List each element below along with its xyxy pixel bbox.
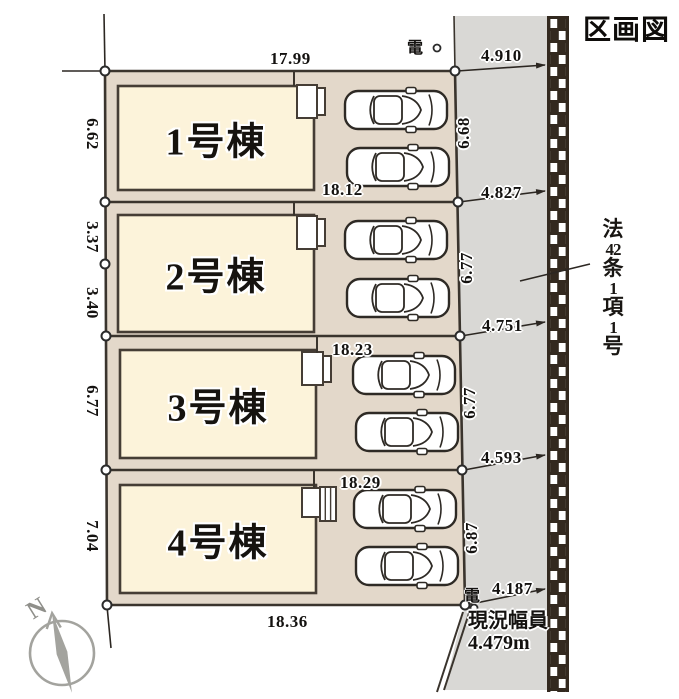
north-compass <box>28 610 96 693</box>
dim-left-depth-1: 6.62 <box>83 118 102 150</box>
dim-road-edge-depth-1: 6.68 <box>454 117 473 149</box>
car-icon <box>343 216 449 264</box>
dim-row-width-1: 18.12 <box>322 180 363 199</box>
plot-1-label: 1号棟 <box>165 121 267 164</box>
current-road-width-value: 4.479m <box>468 632 530 654</box>
law-char: 条 <box>602 256 624 280</box>
dim-bottom-width: 18.36 <box>267 612 308 631</box>
utility-pole-label-bottom: 電 <box>464 588 481 605</box>
car-icon <box>354 542 460 590</box>
car-icon <box>354 408 460 456</box>
plot-2-label: 2号棟 <box>165 256 267 299</box>
dim-left-depth-2: 3.37 <box>83 221 102 253</box>
car-icon <box>345 274 451 322</box>
utility-pole-label-top: 電 <box>407 40 424 57</box>
dim-road-width-4: 4.593 <box>481 448 522 467</box>
law-char: 法 <box>602 217 624 241</box>
law-note-leader <box>519 263 591 282</box>
extension-lines <box>62 13 112 649</box>
law-char: 42 <box>605 239 622 259</box>
dim-road-edge-depth-2: 6.77 <box>457 252 476 284</box>
dim-row-width-3: 18.29 <box>340 473 381 492</box>
car-icon <box>343 86 449 134</box>
law-char: 1 <box>609 317 617 337</box>
utility-pole-markers <box>432 43 479 613</box>
dim-road-width-3: 4.751 <box>482 316 523 335</box>
dim-left-depth-5: 7.04 <box>83 520 102 552</box>
road-area <box>436 15 548 693</box>
dim-left-depth-4: 6.77 <box>83 385 102 417</box>
plot-3-label: 3号棟 <box>167 387 269 430</box>
plot-3-building <box>118 348 318 460</box>
plot-1-building <box>116 84 316 192</box>
dim-road-width-5: 4.187 <box>492 579 533 598</box>
boundary-ticks <box>293 72 318 488</box>
dim-road-width-2: 4.827 <box>481 183 522 202</box>
dim-left-depth-3: 3.40 <box>83 287 102 319</box>
retaining-wall <box>547 16 569 692</box>
plot-4-building <box>118 483 318 595</box>
current-road-width-label: 現況幅員 <box>468 610 548 632</box>
car-icon <box>352 485 458 533</box>
law-42-note: 法 42 条 1 項 1 号 <box>594 217 632 358</box>
plot-4-label: 4号棟 <box>167 522 269 565</box>
entrance-porches <box>296 84 337 522</box>
buildings <box>116 84 318 595</box>
page-title: 区画図 <box>583 14 671 45</box>
law-char: 1 <box>609 278 617 298</box>
law-char: 項 <box>602 295 624 319</box>
dim-road-width-1: 4.910 <box>481 46 522 65</box>
plot-2-building <box>116 213 316 334</box>
dim-row-width-2: 18.23 <box>332 340 373 359</box>
survey-nodes <box>99 65 471 611</box>
law-char: 号 <box>602 334 624 358</box>
dimension-leaders <box>456 62 591 626</box>
current-road-width-note: 現況幅員 4.479m <box>468 610 548 654</box>
dim-top-width: 17.99 <box>270 49 311 68</box>
dim-road-edge-depth-4: 6.87 <box>462 522 481 554</box>
dim-road-edge-depth-3: 6.77 <box>460 387 479 419</box>
